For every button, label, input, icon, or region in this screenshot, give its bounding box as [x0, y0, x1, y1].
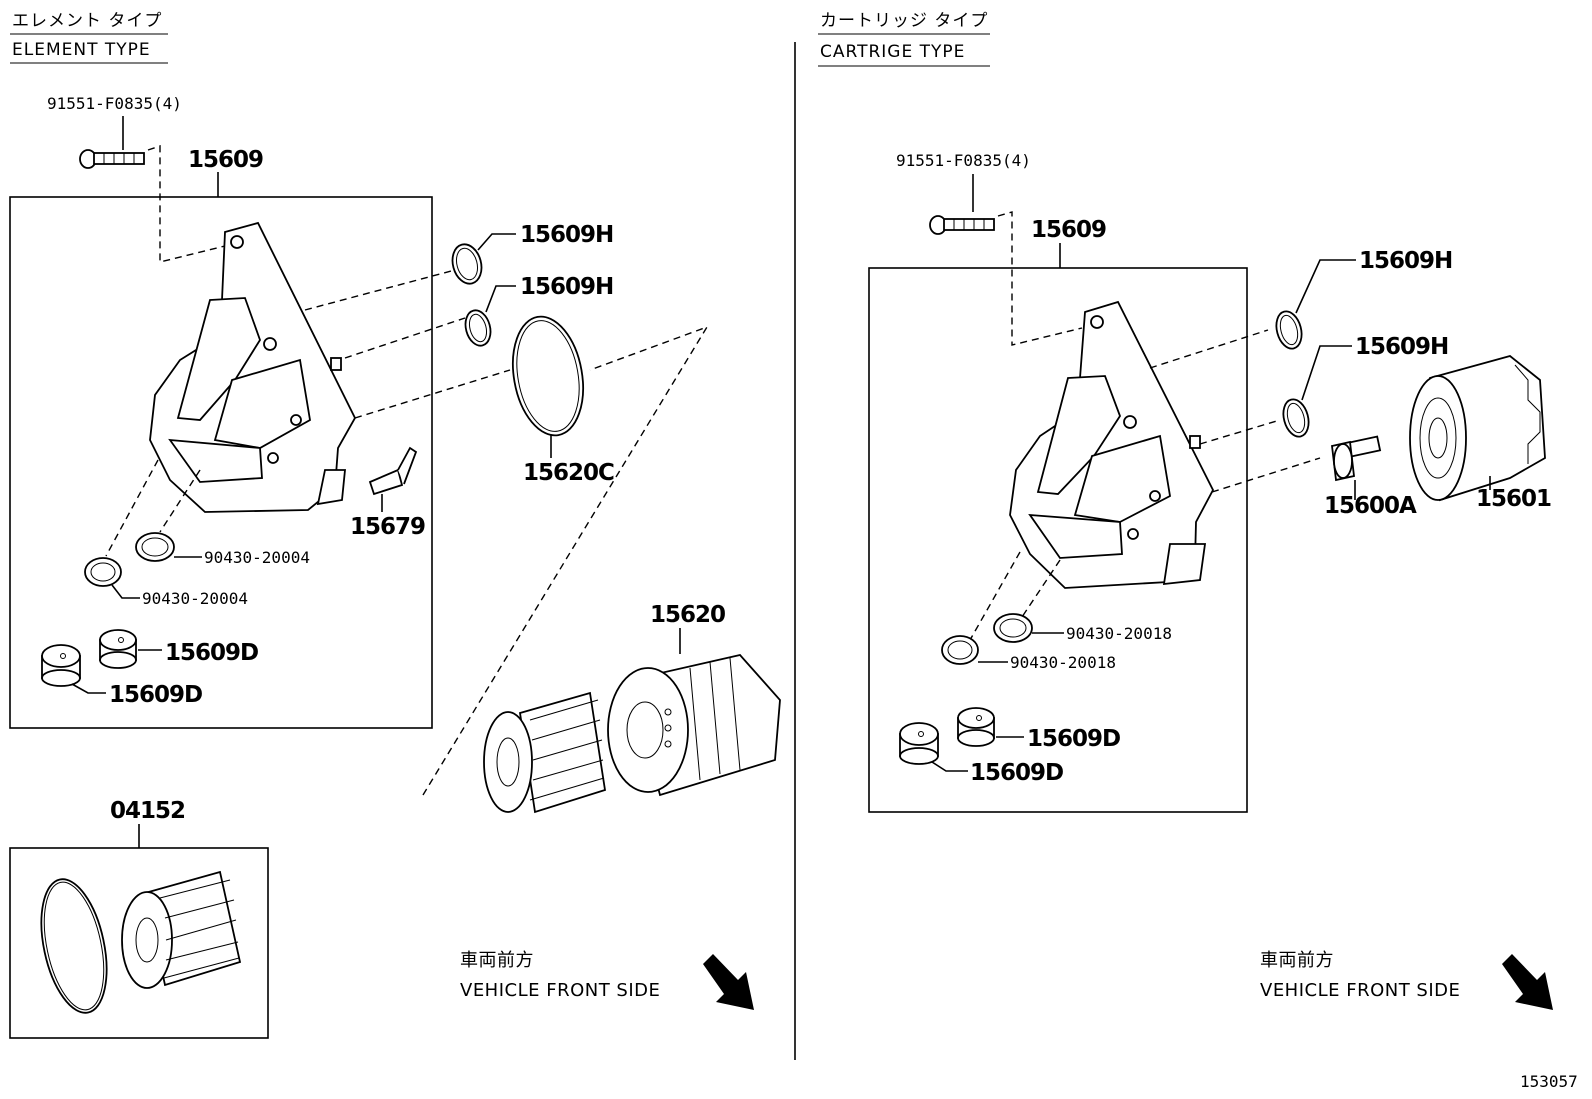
left-bolt-label: 91551-F0835(4) [47, 94, 182, 113]
left-bolt-icon [79, 149, 145, 169]
left-guide-oring-top [304, 269, 456, 311]
left-cap-guide [422, 325, 709, 796]
left-washer-b-icon [135, 532, 175, 562]
left-clip-label: 15679 [350, 514, 425, 540]
left-oring-mid-icon [464, 309, 492, 347]
left-guide-oring-mid [344, 317, 466, 359]
right-plug-b-label: 15609D [1027, 726, 1120, 752]
right-oring-mid-leader [1301, 345, 1352, 401]
left-guide-gasket [354, 369, 511, 419]
left-kit-gasket-icon [40, 878, 108, 1014]
left-plug-b-icon [99, 629, 137, 669]
right-oil-filter-label: 15601 [1476, 486, 1551, 512]
left-gasket-large-icon [512, 315, 584, 437]
left-guide-washer-a [105, 459, 159, 557]
right-guide-oring-top [1149, 329, 1269, 369]
left-oring-top-label: 15609H [520, 222, 613, 248]
right-title-en: CARTRIGE TYPE [820, 42, 965, 62]
left-washer-a-label: 90430-20004 [142, 589, 248, 608]
right-union-icon [1331, 435, 1382, 482]
left-washer-a-icon [84, 557, 122, 587]
left-oring-mid-leader [485, 285, 516, 313]
right-washer-a-icon [941, 635, 979, 665]
right-front-arrow-icon [1502, 954, 1553, 1010]
right-title-jp: カートリッジ タイプ [820, 11, 988, 31]
right-oring-top-leader [1295, 259, 1356, 314]
right-union-label: 15600A [1324, 493, 1417, 519]
left-oring-top-icon [451, 243, 483, 285]
right-guide-union [1211, 457, 1321, 493]
left-plug-a-icon [41, 644, 81, 687]
right-bolt-label: 91551-F0835(4) [896, 151, 1031, 170]
left-kit-label: 04152 [110, 798, 185, 824]
left-kit-box [9, 847, 269, 1039]
left-oring-mid-label: 15609H [520, 274, 613, 300]
left-housing-label: 15609 [188, 147, 263, 173]
right-oring-top-label: 15609H [1359, 248, 1452, 274]
right-guide-washer-a [969, 551, 1021, 641]
right-plug-a-leader [931, 761, 968, 772]
left-filter-element-icon [483, 691, 607, 814]
left-front-arrow-icon [703, 954, 754, 1010]
right-washer-b-label: 90430-20018 [1066, 624, 1172, 643]
left-clip-icon [368, 446, 418, 496]
right-front-jp: 車両前方 [1260, 950, 1334, 971]
left-plug-b-label: 15609D [165, 640, 258, 666]
right-oring-mid-icon [1282, 398, 1310, 438]
right-front-en: VEHICLE FRONT SIDE [1260, 980, 1460, 1001]
right-oring-top-icon [1275, 310, 1303, 350]
left-plug-a-label: 15609D [109, 682, 202, 708]
right-guide-washer-b [1019, 559, 1061, 621]
left-front-jp: 車両前方 [460, 950, 534, 971]
right-washer-b-icon [993, 613, 1033, 643]
left-title-en: ELEMENT TYPE [12, 40, 151, 60]
left-washer-b-label: 90430-20004 [204, 548, 310, 567]
left-plug-a-leader [71, 683, 106, 694]
right-plug-b-icon [957, 707, 995, 747]
right-plug-a-label: 15609D [970, 760, 1063, 786]
left-kit-element-icon [121, 870, 242, 989]
right-oring-mid-label: 15609H [1355, 334, 1448, 360]
right-housing-label: 15609 [1031, 217, 1106, 243]
left-housing-icon [149, 221, 357, 513]
right-housing-box [868, 267, 1248, 813]
left-cap-label: 15620 [650, 602, 725, 628]
right-bolt-icon [929, 215, 995, 235]
right-plug-a-icon [899, 722, 939, 765]
right-bolt-guide [997, 211, 1083, 346]
right-guide-oring-mid [1199, 419, 1281, 445]
left-housing-box [9, 196, 433, 729]
diagram-number: 153057 [1520, 1072, 1578, 1091]
right-housing-icon [1009, 300, 1215, 589]
left-gasket-large-label: 15620C [523, 460, 614, 486]
right-washer-a-label: 90430-20018 [1010, 653, 1116, 672]
left-bolt-guide [147, 145, 226, 263]
left-guide-washer-b [159, 469, 201, 533]
right-oil-filter-icon [1409, 355, 1546, 502]
left-front-en: VEHICLE FRONT SIDE [460, 980, 660, 1001]
left-title-jp: エレメント タイプ [12, 11, 162, 31]
left-washer-a-leader [111, 584, 140, 599]
left-cap-icon [607, 654, 781, 797]
left-oring-top-leader [477, 233, 516, 251]
